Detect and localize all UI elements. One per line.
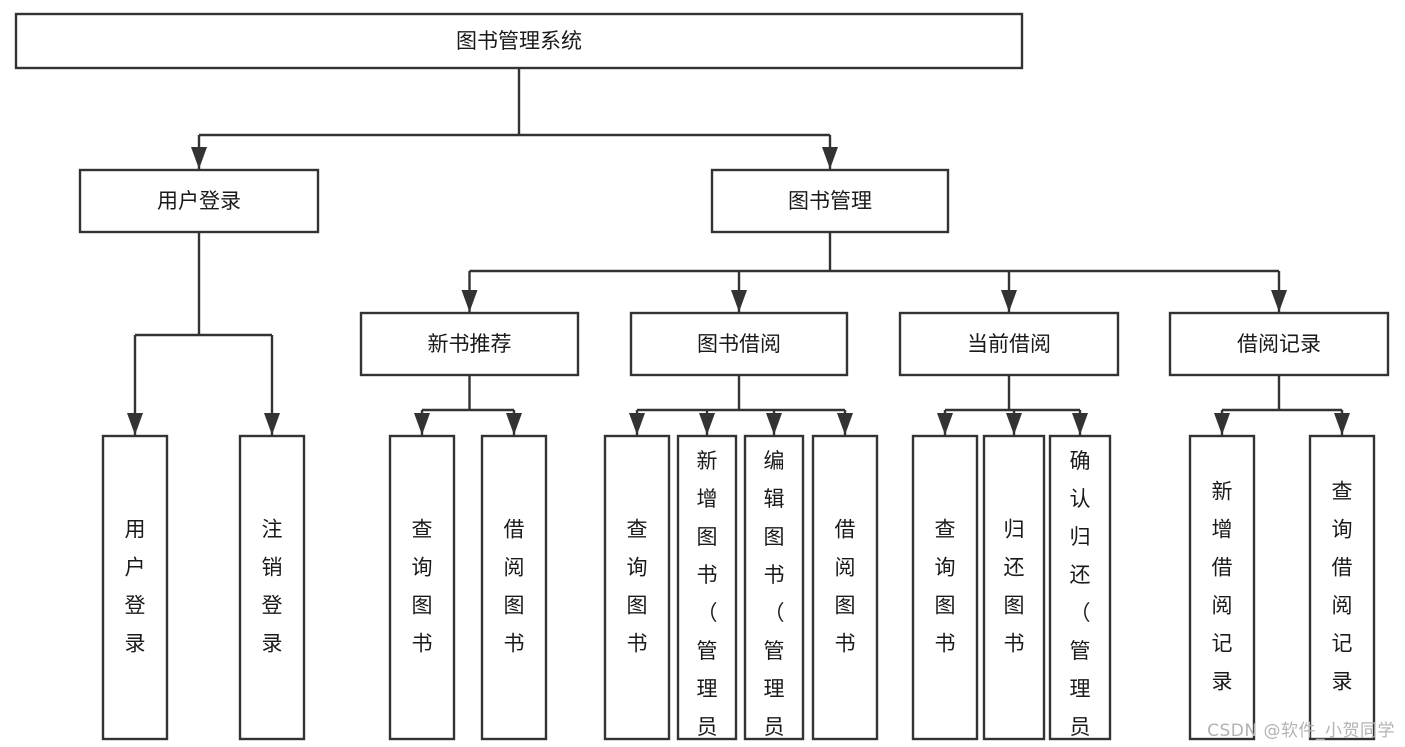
node-label: 用户登录: [157, 189, 241, 213]
nodes-layer: 图书管理系统用户登录图书管理新书推荐图书借阅当前借阅借阅记录用户登录注销登录查询…: [14, 12, 1390, 747]
arrow-head-icon: [1334, 413, 1350, 435]
node-label: 查询图书: [935, 518, 956, 656]
arrow-head-icon: [1072, 413, 1088, 435]
node-leaf-leaf-edit-book[interactable]: 编辑图书（管理员）: [743, 434, 805, 747]
node-box[interactable]: [710, 168, 950, 234]
node-box[interactable]: [629, 311, 849, 377]
arrow-head-icon: [264, 413, 280, 435]
node-label: 注销登录: [262, 518, 283, 656]
node-level3-current-borrow[interactable]: 当前借阅: [898, 311, 1120, 377]
arrow-head-icon: [414, 413, 430, 435]
arrow-head-icon: [731, 290, 747, 312]
node-box[interactable]: [480, 434, 548, 741]
node-box[interactable]: [101, 434, 169, 741]
node-label: 查询图书: [412, 518, 433, 656]
arrow-head-icon: [837, 413, 853, 435]
node-label: 当前借阅: [967, 332, 1051, 356]
node-level3-new-book-recommend[interactable]: 新书推荐: [359, 311, 580, 377]
node-leaf-leaf-add-record[interactable]: 新增借阅记录: [1188, 434, 1256, 741]
node-box[interactable]: [898, 311, 1120, 377]
node-leaf-leaf-query-book-2[interactable]: 查询图书: [603, 434, 671, 741]
arrow-head-icon: [699, 413, 715, 435]
node-box[interactable]: [388, 434, 456, 741]
node-box[interactable]: [676, 434, 738, 741]
node-leaf-leaf-user-login[interactable]: 用户登录: [101, 434, 169, 741]
node-label: 确认归还（管理员）: [1070, 449, 1091, 747]
node-box[interactable]: [14, 12, 1024, 70]
node-box[interactable]: [743, 434, 805, 741]
node-leaf-leaf-logout[interactable]: 注销登录: [238, 434, 306, 741]
node-leaf-leaf-confirm-return[interactable]: 确认归还（管理员）: [1048, 434, 1112, 747]
node-label: 新增图书（管理员）: [697, 449, 718, 747]
node-label: 图书借阅: [697, 332, 781, 356]
node-label: 查询图书: [627, 518, 648, 656]
node-label: 查询借阅记录: [1332, 480, 1353, 694]
arrow-head-icon: [461, 290, 478, 312]
node-label: 归还图书: [1004, 518, 1025, 656]
node-label: 借阅图书: [835, 518, 856, 656]
node-leaf-leaf-borrow-book-2[interactable]: 借阅图书: [811, 434, 879, 741]
node-level3-book-borrow[interactable]: 图书借阅: [629, 311, 849, 377]
node-leaf-leaf-query-book-3[interactable]: 查询图书: [911, 434, 979, 741]
node-level3-borrow-record[interactable]: 借阅记录: [1168, 311, 1390, 377]
arrow-head-icon: [629, 413, 645, 435]
node-level2-book-manage[interactable]: 图书管理: [710, 168, 950, 234]
arrow-head-icon: [766, 413, 782, 435]
arrow-head-icon: [506, 413, 522, 435]
node-label: 借阅记录: [1237, 332, 1321, 356]
node-label: 图书管理系统: [456, 29, 582, 53]
arrow-head-icon: [127, 413, 143, 435]
node-label: 用户登录: [125, 518, 146, 656]
node-leaf-leaf-query-book-1[interactable]: 查询图书: [388, 434, 456, 741]
node-label: 借阅图书: [504, 518, 525, 656]
node-box[interactable]: [1048, 434, 1112, 741]
arrow-head-icon: [822, 147, 838, 169]
node-leaf-leaf-query-record[interactable]: 查询借阅记录: [1308, 434, 1376, 741]
node-label: 新书推荐: [428, 332, 512, 356]
edges-layer: [127, 68, 1350, 435]
node-box[interactable]: [811, 434, 879, 741]
arrow-head-icon: [1271, 290, 1287, 312]
arrow-head-icon: [191, 147, 207, 169]
node-box[interactable]: [78, 168, 320, 234]
node-box[interactable]: [603, 434, 671, 741]
node-level2-user-login[interactable]: 用户登录: [78, 168, 320, 234]
node-label: 图书管理: [788, 189, 872, 213]
node-box[interactable]: [238, 434, 306, 741]
node-box[interactable]: [1308, 434, 1376, 741]
node-label: 新增借阅记录: [1212, 480, 1233, 694]
node-leaf-leaf-borrow-book-1[interactable]: 借阅图书: [480, 434, 548, 741]
node-leaf-leaf-return-book[interactable]: 归还图书: [982, 434, 1046, 741]
arrow-head-icon: [1006, 413, 1022, 435]
watermark-label: CSDN @软件_小贺同学: [1207, 721, 1395, 741]
node-label: 编辑图书（管理员）: [764, 449, 785, 747]
node-box[interactable]: [1188, 434, 1256, 741]
arrow-head-icon: [937, 413, 953, 435]
arrow-head-icon: [1214, 413, 1230, 435]
node-box[interactable]: [359, 311, 580, 377]
node-root[interactable]: 图书管理系统: [14, 12, 1024, 70]
node-box[interactable]: [1168, 311, 1390, 377]
node-leaf-leaf-add-book[interactable]: 新增图书（管理员）: [676, 434, 738, 747]
arrow-head-icon: [1001, 290, 1017, 312]
node-box[interactable]: [911, 434, 979, 741]
node-box[interactable]: [982, 434, 1046, 741]
